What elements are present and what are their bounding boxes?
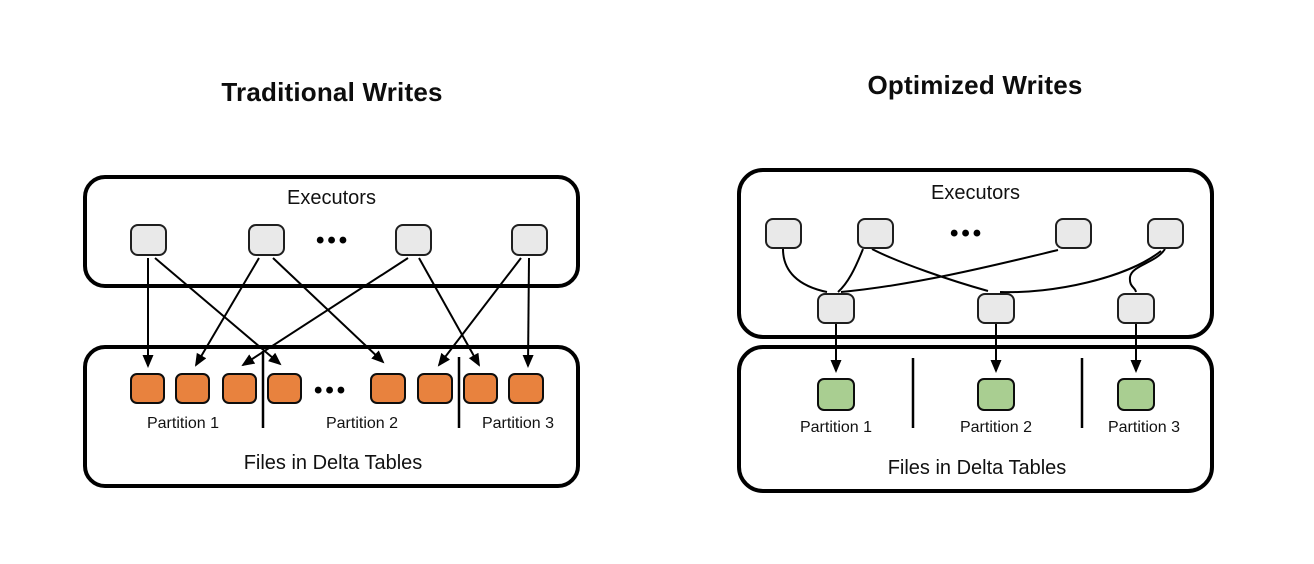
left-executor-node-4 [511, 224, 548, 256]
left-executors-ellipsis: ••• [316, 227, 351, 254]
left-arrow-ex1-file4 [154, 257, 282, 366]
right-file-3 [1117, 378, 1155, 411]
left-executors-label: Executors [287, 187, 376, 209]
right-partition-3-label: Partition 3 [1107, 419, 1181, 436]
left-arrow-ex3-file7 [418, 257, 480, 367]
left-arrow-ex4-file6 [437, 257, 522, 367]
left-files-caption: Files in Delta Tables [243, 452, 423, 474]
right-diagram-title: Optimized Writes [867, 70, 1083, 100]
left-file-6 [417, 373, 453, 404]
right-writer-node-3 [1117, 293, 1155, 324]
left-executor-node-1 [130, 224, 167, 256]
right-executor-node-4 [1147, 218, 1184, 249]
left-file-7 [463, 373, 498, 404]
right-executors-label: Executors [931, 182, 1020, 204]
left-arrow-ex4-file8 [522, 257, 534, 368]
right-writer-node-1 [817, 293, 855, 324]
right-files-caption: Files in Delta Tables [887, 457, 1067, 479]
right-curve-ex4-writer3 [1128, 248, 1166, 293]
left-file-5 [370, 373, 406, 404]
right-partition-2-label: Partition 2 [959, 419, 1033, 436]
left-file-8 [508, 373, 544, 404]
right-curve-ex3-writer1 [840, 249, 1059, 293]
left-file-1 [130, 373, 165, 404]
left-file-2 [175, 373, 210, 404]
left-partition-1-label: Partition 1 [146, 415, 220, 432]
left-partition-3-label: Partition 3 [481, 415, 555, 432]
left-files-box [83, 345, 580, 488]
left-executor-node-2 [248, 224, 285, 256]
left-executor-node-3 [395, 224, 432, 256]
left-arrow-ex3-file3 [241, 257, 409, 367]
right-curve-ex1-writer1 [782, 248, 828, 293]
right-executor-node-3 [1055, 218, 1092, 249]
right-writer-node-2 [977, 293, 1015, 324]
right-curve-ex4-writer2 [999, 250, 1162, 294]
right-executor-node-2 [857, 218, 894, 249]
right-curve-ex2-writer1 [837, 248, 864, 293]
left-partition-2-label: Partition 2 [325, 415, 399, 432]
left-file-3 [222, 373, 257, 404]
right-partition-1-label: Partition 1 [799, 419, 873, 436]
right-file-1 [817, 378, 855, 411]
left-files-ellipsis: ••• [314, 377, 349, 404]
right-executor-node-1 [765, 218, 802, 249]
right-curve-ex2-writer2 [871, 248, 989, 292]
right-executors-ellipsis: ••• [950, 220, 985, 247]
left-file-4 [267, 373, 302, 404]
right-file-2 [977, 378, 1015, 411]
left-arrow-ex2-file2 [194, 257, 260, 367]
left-diagram-title: Traditional Writes [221, 77, 443, 107]
